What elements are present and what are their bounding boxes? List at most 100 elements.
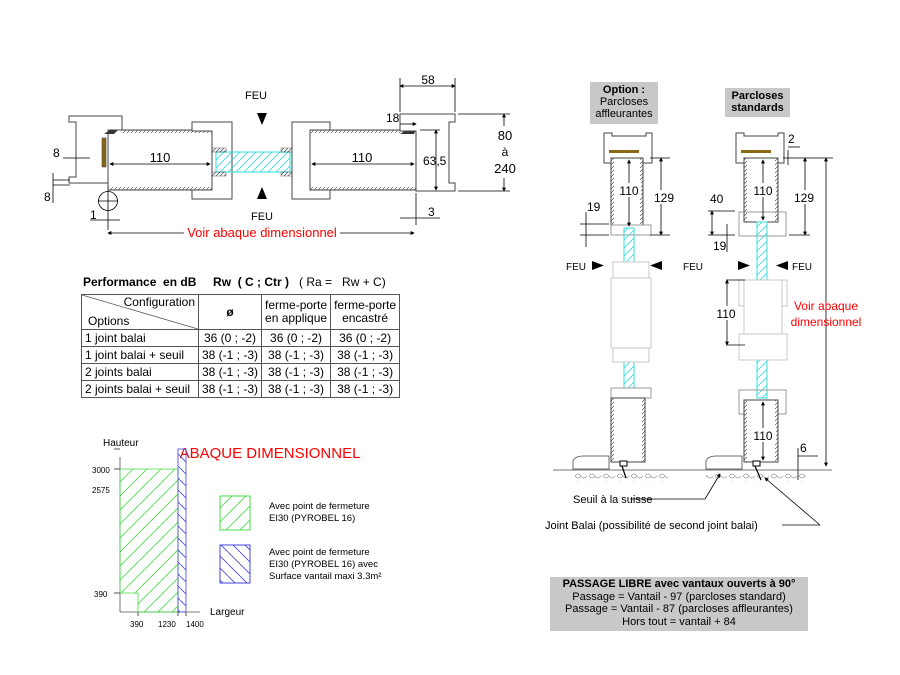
abaque-ylabel: Hauteur bbox=[103, 438, 139, 449]
legend-green-line2: EI30 (PYROBEL 16) bbox=[269, 513, 355, 524]
dim-58: 58 bbox=[421, 73, 435, 87]
right-leaf bbox=[309, 129, 417, 191]
feu-label-2: FEU bbox=[683, 262, 703, 273]
threshold-b bbox=[705, 455, 743, 470]
feu-arrow-left-icon-2 bbox=[776, 261, 788, 270]
right-frame bbox=[399, 113, 456, 192]
cell-value: 38 (-1 ; -3) bbox=[261, 346, 332, 364]
seuil-label: Seuil à la suisse bbox=[573, 494, 653, 506]
left-leaf bbox=[107, 129, 213, 191]
y-tick-2575: 2575 bbox=[92, 486, 110, 495]
label-option-line2: Parcloses bbox=[599, 96, 649, 108]
passage-line: Hors tout = vantail + 84 bbox=[622, 615, 736, 628]
dim-110-a: 110 bbox=[619, 184, 638, 198]
voir-abaque-top: Voir abaque dimensionnel bbox=[187, 225, 337, 240]
dim-129-b: 129 bbox=[794, 191, 814, 205]
cell-value: 36 (0 ; -2) bbox=[261, 329, 332, 347]
cell-value: 38 (-1 ; -3) bbox=[261, 363, 332, 381]
cell-value: 38 (-1 ; -3) bbox=[197, 380, 263, 398]
dim-129-a: 129 bbox=[654, 191, 674, 205]
x-tick-1230: 1230 bbox=[158, 620, 176, 629]
cell-value: 38 (-1 ; -3) bbox=[197, 363, 263, 381]
feu-label-top: FEU bbox=[245, 90, 267, 102]
cell-value: 38 (-1 ; -3) bbox=[197, 346, 263, 364]
threshold-a bbox=[572, 455, 610, 470]
label-option-line3: affleurantes bbox=[595, 108, 653, 120]
header-diagonal-cell: Configuration Options bbox=[81, 294, 199, 330]
gasket-left bbox=[101, 137, 107, 168]
label-parcloses-standards: Parcloses standards bbox=[725, 88, 790, 117]
passage-libre-box: PASSAGE LIBRE avec vantaux ouverts à 90°… bbox=[550, 577, 808, 631]
feu-arrow-right-icon bbox=[592, 261, 604, 270]
dim-18: 18 bbox=[386, 111, 400, 125]
legend-blue-line1: Avec point de fermeture bbox=[269, 547, 370, 558]
feu-arrow-down-icon bbox=[257, 113, 267, 125]
feu-arrow-up-icon bbox=[257, 187, 267, 199]
performance-title-formula: ( Ra = Rw + C) bbox=[289, 275, 386, 289]
dim-110-right: 110 bbox=[352, 150, 373, 165]
performance-title: Performance en dB Rw ( C ; Ctr ) ( Ra = … bbox=[83, 275, 386, 289]
legend-swatch-green bbox=[219, 495, 251, 531]
joint-label: Joint Balai (possibilité de second joint… bbox=[545, 520, 758, 532]
abaque-title: ABAQUE DIMENSIONNEL bbox=[180, 445, 361, 462]
vertical-sections: 110 129 19 110 129 2 40 19 FEU FEU bbox=[545, 132, 861, 532]
feu-label-1: FEU bbox=[566, 262, 586, 273]
y-tick-390: 390 bbox=[94, 590, 108, 599]
cell-value: 36 (0 ; -2) bbox=[330, 329, 401, 347]
legend-swatch-blue bbox=[219, 544, 251, 584]
dim-40: 40 bbox=[710, 192, 724, 206]
dim-2: 2 bbox=[788, 132, 795, 146]
zone-green bbox=[119, 468, 179, 613]
left-frame bbox=[68, 115, 123, 184]
dim-80: 80 bbox=[498, 128, 512, 143]
feu-arrow-left-icon bbox=[650, 261, 662, 270]
dim-a: à bbox=[502, 145, 509, 159]
passage-title: PASSAGE LIBRE avec vantaux ouverts à 90° bbox=[562, 578, 796, 590]
horizontal-section: FEU FEU 110 110 8 8 1 Voir abaque dimens… bbox=[44, 73, 518, 240]
table-row: 2 joints balai + seuil 38 (-1 ; -3) 38 (… bbox=[81, 380, 401, 398]
row-option: 1 joint balai bbox=[81, 329, 199, 347]
voir-abaque-right-2: dimensionnel bbox=[791, 315, 862, 329]
cell-value: 38 (-1 ; -3) bbox=[330, 346, 401, 364]
feu-arrow-right-icon-2 bbox=[738, 261, 750, 270]
header-options: Options bbox=[88, 314, 130, 328]
dim-63-5: 63,5 bbox=[423, 154, 447, 168]
cell-value: 38 (-1 ; -3) bbox=[330, 363, 401, 381]
dim-1: 1 bbox=[90, 208, 97, 222]
table-row: 2 joints balai 38 (-1 ; -3) 38 (-1 ; -3)… bbox=[81, 363, 401, 381]
dim-8-b: 8 bbox=[44, 190, 51, 204]
glass-pane-top bbox=[215, 151, 291, 173]
zone-blue bbox=[177, 448, 187, 613]
dim-6: 6 bbox=[800, 441, 807, 455]
abaque-xlabel: Largeur bbox=[210, 607, 245, 618]
dim-8-a: 8 bbox=[53, 146, 60, 160]
voir-abaque-right-1: Voir abaque bbox=[794, 299, 858, 313]
header-col-0: ø bbox=[197, 294, 263, 330]
row-option: 1 joint balai + seuil bbox=[81, 346, 199, 364]
cell-value: 38 (-1 ; -3) bbox=[330, 380, 401, 398]
performance-title-bold: Performance en dB Rw ( C ; Ctr ) bbox=[83, 275, 290, 289]
diagonal-line bbox=[82, 295, 198, 329]
dim-110-left: 110 bbox=[150, 150, 171, 165]
x-tick-1400: 1400 bbox=[186, 620, 204, 629]
dim-110-c: 110 bbox=[716, 307, 735, 321]
header-configuration: Configuration bbox=[123, 295, 195, 309]
legend-green-line1: Avec point de fermeture bbox=[269, 501, 370, 512]
row-option: 2 joints balai bbox=[81, 363, 199, 381]
dim-240: 240 bbox=[494, 161, 516, 176]
cell-value: 36 (0 ; -2) bbox=[197, 329, 263, 347]
dim-110-d: 110 bbox=[753, 429, 772, 443]
dim-19-a: 19 bbox=[587, 200, 601, 214]
table-row: 1 joint balai 36 (0 ; -2) 36 (0 ; -2) 36… bbox=[81, 329, 401, 347]
abaque-chart: ABAQUE DIMENSIONNEL Hauteur Largeur 3000… bbox=[92, 438, 381, 629]
feu-label-bottom: FEU bbox=[251, 211, 273, 223]
legend-blue-line2: EI30 (PYROBEL 16) avec bbox=[269, 559, 378, 570]
dim-19-b: 19 bbox=[713, 239, 727, 253]
legend-blue-line3: Surface vantail maxi 3.3m² bbox=[269, 571, 381, 582]
y-tick-3000: 3000 bbox=[92, 466, 110, 475]
